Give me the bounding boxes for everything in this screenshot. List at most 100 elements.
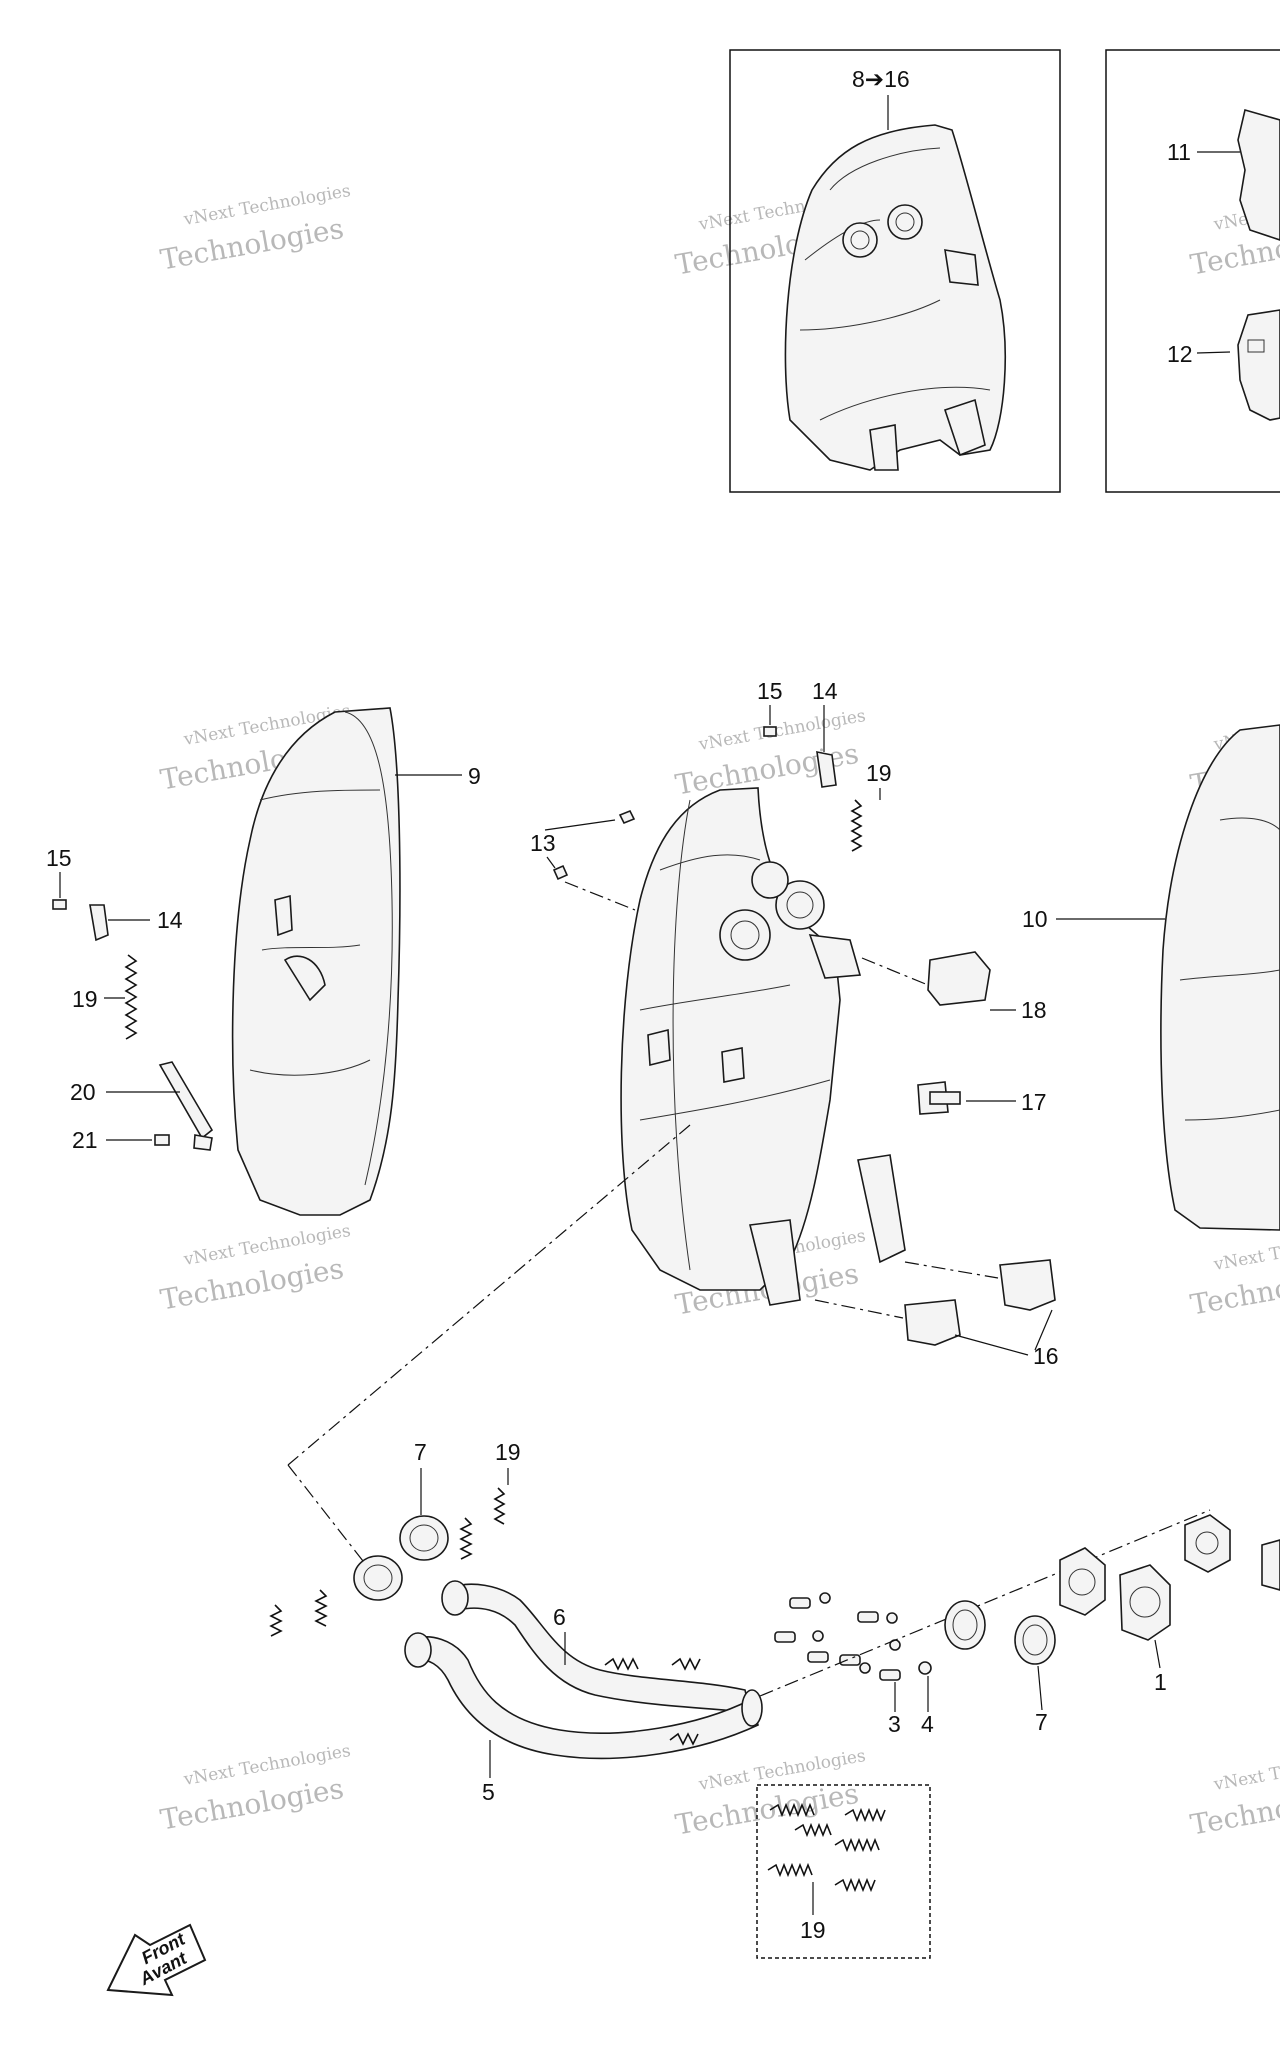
washer	[859, 1662, 871, 1674]
bolt	[807, 1651, 829, 1663]
damper-part-18	[927, 951, 991, 1006]
side-tab	[721, 1047, 745, 1083]
assembly-line	[861, 957, 929, 986]
leader-line	[544, 819, 616, 831]
leader-line	[954, 1334, 1029, 1356]
inlet-pipe-bore	[786, 891, 814, 919]
cover-contours	[249, 711, 393, 1186]
callout-label: 13	[530, 830, 556, 856]
gasket-bore	[363, 1564, 393, 1592]
callout-label: 8➔16	[852, 66, 910, 92]
callout-label: 11	[1167, 139, 1191, 165]
spring	[844, 1807, 886, 1823]
assembly-line	[287, 1464, 371, 1571]
flange	[1184, 1514, 1231, 1573]
callout-label: 1	[1154, 1669, 1167, 1695]
washer	[819, 1592, 831, 1604]
spring-part	[669, 1732, 699, 1746]
shield-contours	[1179, 817, 1280, 1121]
inset-heat-shields: 11 12	[1105, 49, 1280, 493]
bolt-part-15	[52, 899, 67, 910]
muffler-body-group: 15 14 19 13 18 17 16	[530, 678, 1059, 1369]
callout-label: 9	[468, 763, 481, 789]
front-direction-arrow: Front Avant	[106, 1923, 207, 1997]
exhaust-headers-group: 7 19 6 5	[269, 1439, 1280, 1805]
callout-label: 19	[495, 1439, 521, 1465]
bracket-part-14	[816, 750, 837, 788]
mount-bracket	[749, 1219, 801, 1306]
clip-part-13	[552, 864, 569, 881]
watermark: vNext Technologies Technologies	[1188, 1746, 1280, 1842]
spring-part	[314, 1589, 328, 1627]
watermark: vNext Technologies Technologies	[158, 181, 352, 277]
bracket-part-14	[89, 904, 109, 942]
callout-label: 21	[72, 1127, 98, 1153]
callout-label: 14	[157, 907, 183, 933]
strap-end	[193, 1134, 213, 1151]
callout-label: 19	[72, 986, 98, 1012]
watermark: vNext Technologies Technologies	[673, 1746, 867, 1842]
rubber-block-part-16	[904, 1299, 961, 1346]
outlet-port-inner	[850, 230, 870, 250]
muffler-assembly-shape	[784, 124, 1006, 471]
callout-label: 17	[1021, 1089, 1047, 1115]
outlet-port	[887, 204, 923, 240]
flange-bore	[1195, 1531, 1219, 1555]
cover-hook	[283, 955, 326, 1002]
pipe-flange	[441, 1580, 469, 1616]
watermark: vNext Technologies Technologies	[673, 706, 867, 802]
leader-line	[546, 856, 556, 869]
bolt-part-3	[879, 1669, 901, 1681]
gasket-part-7	[353, 1555, 403, 1601]
gasket-bore	[409, 1524, 439, 1552]
leader-line	[1196, 351, 1231, 354]
callout-label: 15	[46, 845, 72, 871]
bracket	[944, 249, 979, 286]
shield-slot	[1247, 339, 1265, 353]
cover-tab	[274, 894, 293, 937]
inset-frame	[1105, 49, 1280, 493]
watermark: vNext Technologies Technologies	[1188, 1226, 1280, 1322]
spring-part	[459, 1517, 473, 1560]
callout-label: 10	[1022, 906, 1048, 932]
inlet-pipe-end	[775, 880, 825, 930]
spring-part-19	[124, 954, 138, 1040]
upper-bracket	[808, 934, 862, 979]
bolt	[839, 1654, 861, 1666]
flange	[1059, 1547, 1106, 1616]
callout-label: 3	[888, 1711, 901, 1737]
callout-label: 7	[414, 1439, 427, 1465]
gasket-part-7	[1014, 1615, 1056, 1665]
gasket-bore	[952, 1609, 978, 1641]
spring	[834, 1837, 880, 1853]
assembly-line	[904, 1261, 999, 1279]
bolt-part-15	[763, 726, 777, 737]
grommet-stem	[929, 1091, 961, 1105]
callout-label: 7	[1035, 1709, 1048, 1735]
header-pipe-part-6	[448, 1583, 752, 1713]
spring	[834, 1877, 876, 1893]
leader-line	[1154, 1639, 1161, 1669]
rubber-block-part-16	[999, 1259, 1056, 1311]
spring-part-19	[493, 1487, 506, 1525]
inner-shield-part-10	[1160, 724, 1280, 1231]
flange-bore	[1129, 1586, 1161, 1618]
flange-bore	[1068, 1568, 1096, 1596]
callout-label: 4	[921, 1711, 934, 1737]
assembly-line	[814, 1299, 904, 1319]
arrow-icon	[106, 1923, 207, 1997]
assembly-line	[287, 1124, 691, 1466]
bolt	[774, 1631, 796, 1643]
watermark-text: vNext Technologies	[1211, 1746, 1280, 1795]
leader-line	[1034, 1309, 1053, 1351]
callout-label: 20	[70, 1079, 96, 1105]
outlet-port-inner	[895, 212, 915, 232]
watermark: vNext Technologies Technologies	[158, 1221, 352, 1317]
inset-muffler-assembly: 8➔16	[729, 49, 1061, 493]
heat-shield-shape	[1237, 309, 1280, 421]
inlet-pipe-end	[719, 909, 771, 961]
spring-part	[269, 1604, 283, 1637]
bolt-array	[774, 1592, 932, 1681]
inset-frame	[729, 49, 1061, 493]
